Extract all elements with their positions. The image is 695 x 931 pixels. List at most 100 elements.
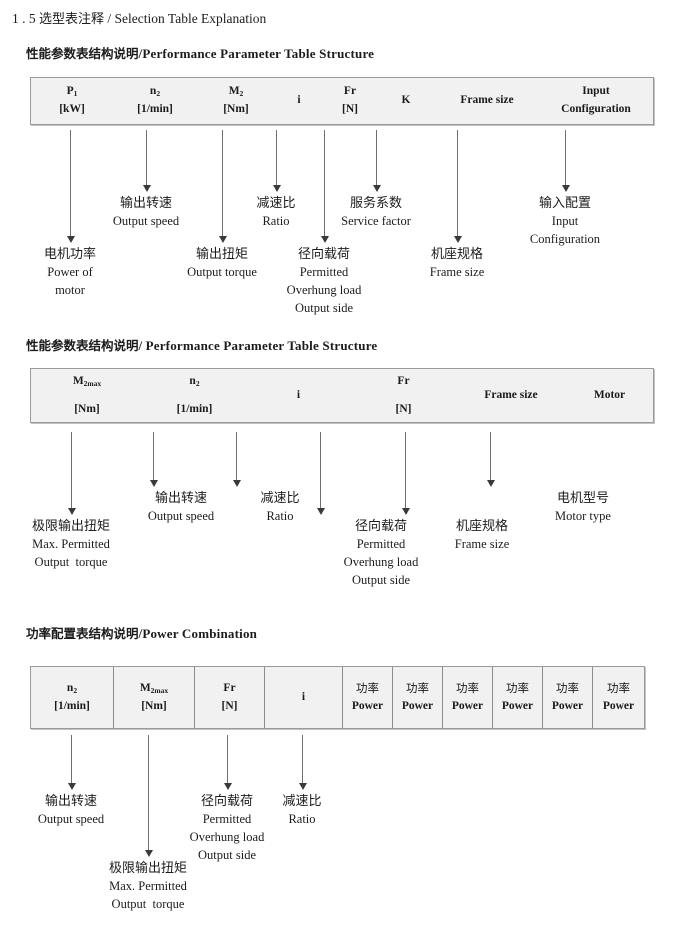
table1-arrow-2 (142, 130, 151, 192)
table1-label-input-configuration: 输入配置 Input Configuration (530, 195, 600, 249)
table1-arrow-8 (561, 130, 570, 192)
block2-heading-en: Performance Parameter Table Structure (145, 338, 378, 353)
table3-col-i: i (264, 667, 342, 728)
table3-col-power-5-cn: 功率 (556, 680, 579, 695)
table2-col-i: i (246, 369, 351, 422)
table3-col-power-6-en: Power (602, 699, 635, 712)
table1-label-output-speed-cn: 输出转速 (119, 196, 172, 211)
table1-col-fr-symbol: Fr (343, 85, 357, 98)
table3-arrow-4 (298, 735, 307, 790)
table3-label-overhung-load-cn: 径向载荷 (200, 794, 254, 809)
table3-col-power-6-cn: 功率 (607, 680, 630, 695)
table3-col-power-1-en: Power (351, 699, 384, 712)
table1-label-output-speed-en-1: Output speed (112, 214, 180, 229)
section-number: 1 . 5 (12, 11, 36, 26)
table2-label-motor-type-en-1: Motor type (555, 509, 611, 524)
table1-label-frame-size-cn: 机座规格 (430, 247, 483, 262)
table2-label-motor-type: 电机型号 Motor type (555, 490, 611, 526)
performance-parameter-table-2: M2max [Nm] n2 [1/min] i Fr [N] Frame siz… (30, 368, 654, 423)
table1-label-power-of-motor: 电机功率 Power of motor (44, 246, 96, 300)
table1-col-p1-unit: [kW] (59, 103, 85, 115)
table2-label-ratio-en-1: Ratio (266, 509, 294, 524)
table1-col-input-configuration-unit: Configuration (561, 103, 631, 115)
table3-col-m2max-unit: [Nm] (141, 699, 167, 712)
table2-label-ratio-cn: 减速比 (260, 491, 300, 506)
table3-col-m2max-sub: 2max (150, 685, 169, 695)
table2-arrow-4 (316, 432, 325, 515)
table2-label-max-output-torque-en-1: Max. Permitted (32, 537, 110, 552)
power-combination-table: n2 [1/min] M2max [Nm] Fr [N] i 功率 Power … (30, 666, 645, 729)
table1-label-frame-size: 机座规格 Frame size (430, 246, 485, 282)
table3-arrow-3 (223, 735, 232, 790)
table3-label-max-output-torque-en-2: Output torque (111, 897, 185, 912)
table3-label-overhung-load-en-3: Output side (198, 847, 256, 862)
table2-col-m2max-unit: [Nm] (74, 402, 100, 415)
table1-label-frame-size-en-1: Frame size (429, 265, 485, 280)
table2-col-n2-symbol: n (189, 374, 196, 387)
table2-col-fr-symbol: Fr (397, 374, 410, 387)
table3-label-ratio-cn: 减速比 (282, 794, 322, 809)
table3-col-power-5: 功率 Power (542, 667, 592, 728)
table3-col-power-1: 功率 Power (342, 667, 392, 728)
table2-col-frame-size-symbol: Frame size (484, 388, 538, 401)
table1-label-overhung-load-cn: 径向载荷 (297, 247, 351, 262)
table2-arrow-1 (67, 432, 76, 515)
section-title-cn: 选型表注释 (39, 12, 105, 27)
table1-label-output-torque-cn: 输出扭矩 (195, 247, 249, 262)
table3-col-power-2-en: Power (401, 699, 434, 712)
table2-label-output-speed-cn: 输出转速 (154, 491, 207, 506)
table3-col-fr: Fr [N] (194, 667, 264, 728)
table1-label-output-speed: 输出转速 Output speed (113, 195, 179, 231)
table3-label-output-speed: 输出转速 Output speed (38, 793, 104, 829)
table1-label-input-configuration-cn: 输入配置 (538, 196, 592, 211)
block3-heading-en: Power Combination (142, 626, 258, 641)
table2-label-overhung-load-en-2: Overhung load (343, 555, 419, 570)
table3-col-power-4-en: Power (501, 699, 534, 712)
table2-label-frame-size: 机座规格 Frame size (455, 518, 510, 554)
table3-arrow-1 (67, 735, 76, 790)
table1-label-overhung-load: 径向载荷 Permitted Overhung load Output side (287, 246, 362, 318)
table1-col-p1: P1 [kW] (31, 78, 113, 124)
table2-col-i-symbol: i (296, 388, 301, 401)
table2-label-output-speed: 输出转速 Output speed (148, 490, 214, 526)
table3-label-output-speed-cn: 输出转速 (44, 794, 97, 809)
table1-col-m2-symbol: M (228, 85, 240, 98)
table3-col-n2-symbol: n (66, 681, 74, 694)
table3-label-ratio: 减速比 Ratio (282, 793, 321, 829)
table2-col-fr: Fr [N] (351, 369, 456, 422)
table3-label-overhung-load: 径向载荷 Permitted Overhung load Output side (190, 793, 265, 865)
table3-col-m2max-symbol: M (139, 681, 151, 694)
table3-label-ratio-en-1: Ratio (288, 812, 316, 827)
table1-col-input-configuration: Input Configuration (539, 78, 653, 124)
table3-col-power-3-en: Power (451, 699, 484, 712)
table2-label-overhung-load-en-1: Permitted (356, 537, 406, 552)
table1-col-p1-symbol: P (66, 85, 74, 98)
table1-label-overhung-load-en-3: Output side (295, 300, 353, 315)
table3-col-power-3-cn: 功率 (456, 680, 479, 695)
table3-col-power-3: 功率 Power (442, 667, 492, 728)
table2-label-ratio: 减速比 Ratio (260, 490, 299, 526)
block1-heading-en: Performance Parameter Table Structure (142, 46, 375, 61)
performance-parameter-table-1: P1 [kW] n2 [1/min] M2 [Nm] i Fr [N] K Fr… (30, 77, 654, 125)
table3-col-power-4-cn: 功率 (506, 680, 529, 695)
table1-arrow-4 (272, 130, 281, 192)
table1-label-input-configuration-en-2: Configuration (529, 232, 601, 247)
table3-col-n2-unit: [1/min] (54, 699, 90, 712)
block2-heading: 性能参数表结构说明/ Performance Parameter Table S… (26, 335, 377, 354)
table1-col-frame-size: Frame size (435, 78, 539, 124)
table2-label-overhung-load-en-3: Output side (352, 572, 410, 587)
table1-col-n2-sub: 2 (156, 89, 161, 99)
table3-col-power-6: 功率 Power (592, 667, 644, 728)
table2-label-overhung-load-cn: 径向载荷 (354, 519, 408, 534)
block2-heading-sep: / (138, 338, 143, 353)
table1-label-power-of-motor-cn: 电机功率 (43, 247, 97, 262)
table3-label-max-output-torque-en-1: Max. Permitted (109, 879, 187, 894)
section-title-separator: / (107, 11, 112, 26)
table1-label-ratio-cn: 减速比 (256, 196, 296, 211)
table1-label-power-of-motor-en-2: motor (55, 283, 85, 298)
table2-label-max-output-torque: 极限输出扭矩 Max. Permitted Output torque (32, 518, 110, 572)
block3-heading-sep: / (138, 626, 143, 641)
table2-col-m2max-sub: 2max (83, 378, 102, 388)
table2-col-n2-sub: 2 (195, 378, 200, 388)
block1-heading-cn: 性能参数表结构说明 (26, 46, 139, 61)
